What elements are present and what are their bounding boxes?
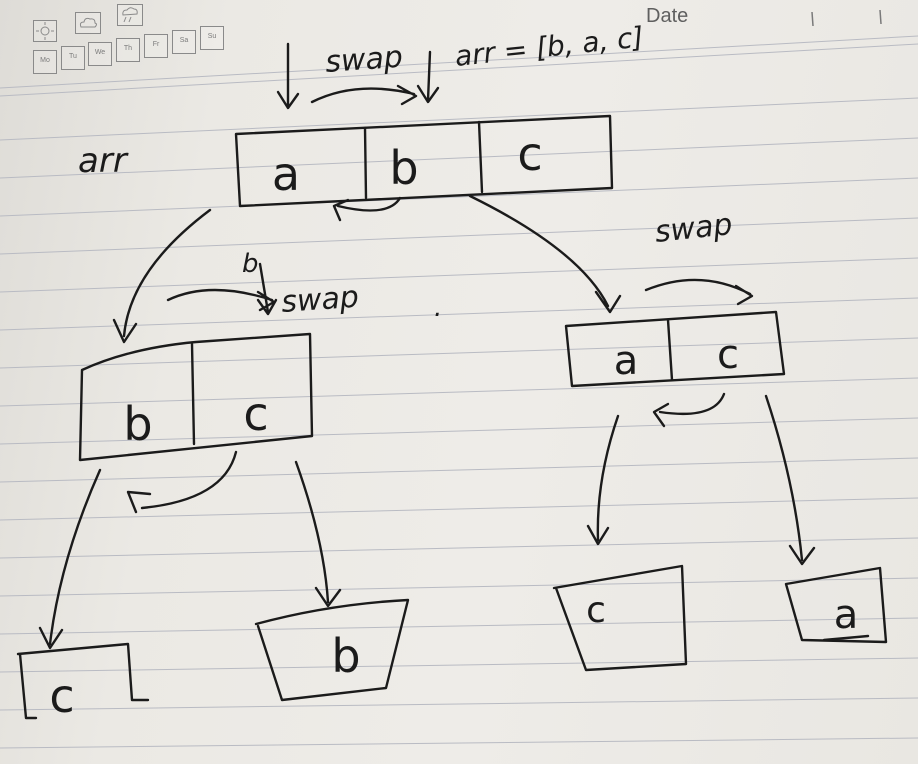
leaf-cell-c-left: c	[49, 669, 74, 723]
weekday-tu: Tu	[61, 46, 85, 70]
date-ticks	[811, 9, 882, 27]
weekday-fr: Fr	[144, 34, 168, 58]
weather-box-rain	[117, 4, 143, 26]
weekday-su: Su	[200, 26, 224, 50]
right-array-divider	[666, 318, 674, 382]
underline-a	[822, 634, 870, 642]
root-cell-c: c	[517, 127, 542, 181]
dot-mark: .	[434, 293, 442, 323]
swap-arrow-top	[310, 84, 418, 106]
weather-box-cloud	[75, 12, 101, 34]
right-array-box	[564, 310, 786, 388]
leaf-cell-c-right: c	[586, 590, 606, 631]
branch-right-to-leaf-c	[586, 414, 620, 546]
swap-arrow-right	[644, 278, 754, 306]
cloud-icon	[79, 17, 97, 28]
left-cell-b: b	[123, 397, 152, 451]
branch-root-to-left	[112, 208, 212, 344]
branch-left-to-leaf-b	[294, 460, 342, 608]
branch-root-to-right	[468, 194, 622, 314]
swap-label-top: swap	[324, 40, 404, 80]
right-cell-c: c	[717, 332, 739, 378]
return-arrow-right	[652, 392, 726, 428]
return-arrow-root	[332, 196, 402, 222]
left-array-box	[78, 332, 314, 462]
date-label: Date	[646, 5, 689, 27]
root-cell-b: b	[389, 141, 418, 195]
arrow-into-root-left	[276, 42, 300, 110]
leaf-cell-b-left: b	[331, 629, 360, 683]
weekday-we: We	[88, 42, 112, 66]
ruled-lines	[0, 35, 918, 749]
weekday-sa: Sa	[172, 30, 196, 54]
leaf-box-b-left	[254, 598, 410, 702]
leaf-box-c-left	[16, 642, 150, 720]
arr-label: arr	[78, 141, 129, 181]
rain-icon	[122, 7, 138, 23]
weather-box-sun	[33, 20, 57, 42]
swap-label-left: swap	[280, 280, 360, 320]
swap-arrow-left	[166, 288, 276, 312]
root-array-divider-1	[363, 126, 368, 200]
left-cell-c: c	[243, 387, 268, 441]
swap-label-right: swap	[653, 207, 734, 250]
weekday-mo: Mo	[33, 50, 57, 74]
weekday-th: Th	[116, 38, 140, 62]
leaf-box-a-right	[784, 566, 888, 644]
root-array-divider-2	[477, 120, 484, 194]
leaf-box-c-right	[552, 564, 688, 672]
left-array-divider	[190, 342, 196, 446]
return-arrow-left	[126, 450, 238, 514]
root-array-box	[234, 114, 614, 208]
root-cell-a: a	[272, 147, 300, 201]
right-cell-a: a	[614, 338, 639, 384]
branch-left-to-leaf-c	[38, 468, 102, 650]
sun-icon	[36, 22, 54, 40]
arrow-into-root-right	[416, 50, 440, 104]
b-note: b	[242, 249, 259, 279]
branch-right-to-leaf-a	[764, 394, 816, 566]
leaf-cell-a-right: a	[834, 592, 859, 638]
arrow-into-left-b	[256, 262, 278, 316]
